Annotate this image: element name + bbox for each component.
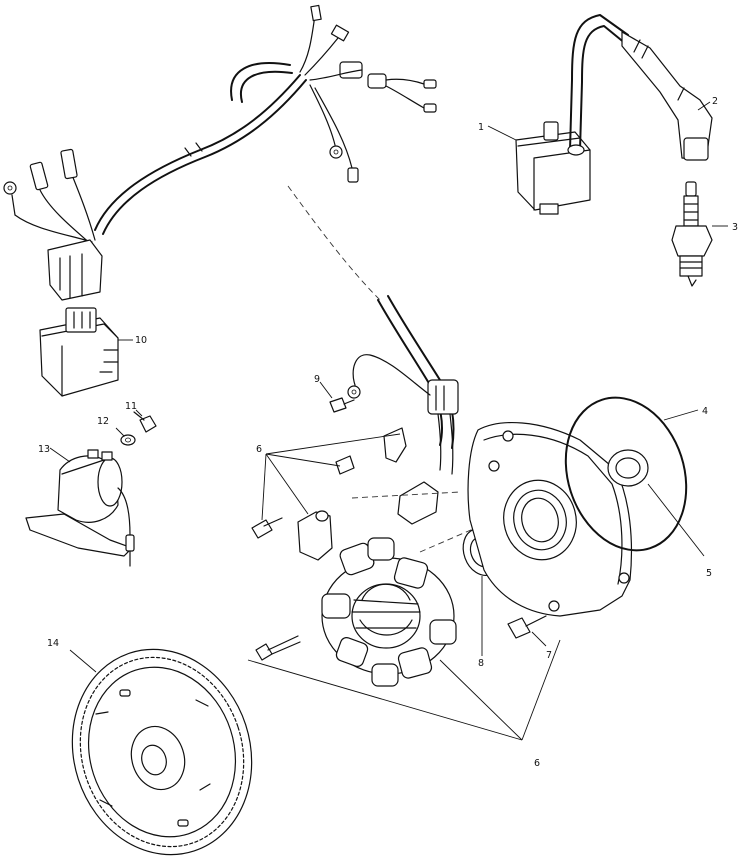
callout-12: 12 — [97, 416, 109, 427]
stator-lead — [287, 185, 459, 475]
wiring-harness — [3, 4, 437, 301]
screw-part-9 — [319, 381, 355, 413]
o-ring-part-4 — [564, 396, 699, 552]
bearing-part-5 — [607, 449, 705, 557]
spark-plug-part-3 — [671, 181, 728, 287]
stator-part-6 — [247, 537, 561, 741]
callout-10: 10 — [135, 335, 147, 346]
callout-4: 4 — [702, 406, 708, 417]
callout-11: 11 — [125, 401, 137, 412]
callout-1: 1 — [478, 122, 484, 133]
washer-part-12 — [115, 427, 136, 446]
callout-14: 14 — [47, 638, 59, 649]
callout-labels: 1 2 3 4 5 6 6 7 8 9 10 11 12 13 14 — [38, 96, 738, 769]
clamps-part-6 — [251, 427, 541, 561]
callout-2: 2 — [712, 96, 718, 107]
callout-6-lower: 6 — [534, 758, 540, 769]
screw-part-7 — [507, 615, 547, 647]
callout-5: 5 — [706, 568, 712, 579]
callout-13: 13 — [38, 444, 50, 455]
callout-9: 9 — [314, 374, 320, 385]
bolt-part-11 — [133, 409, 157, 433]
flywheel-part-14 — [69, 648, 253, 856]
callout-8: 8 — [478, 658, 484, 669]
stator-plate — [467, 422, 633, 617]
callout-7: 7 — [546, 650, 552, 661]
callout-3: 3 — [732, 222, 738, 233]
starter-solenoid-part-13 — [25, 449, 135, 567]
callout-6-upper: 6 — [256, 444, 262, 455]
ignition-coil-part-1 — [515, 14, 713, 215]
cdi-module-part-10 — [39, 307, 133, 397]
